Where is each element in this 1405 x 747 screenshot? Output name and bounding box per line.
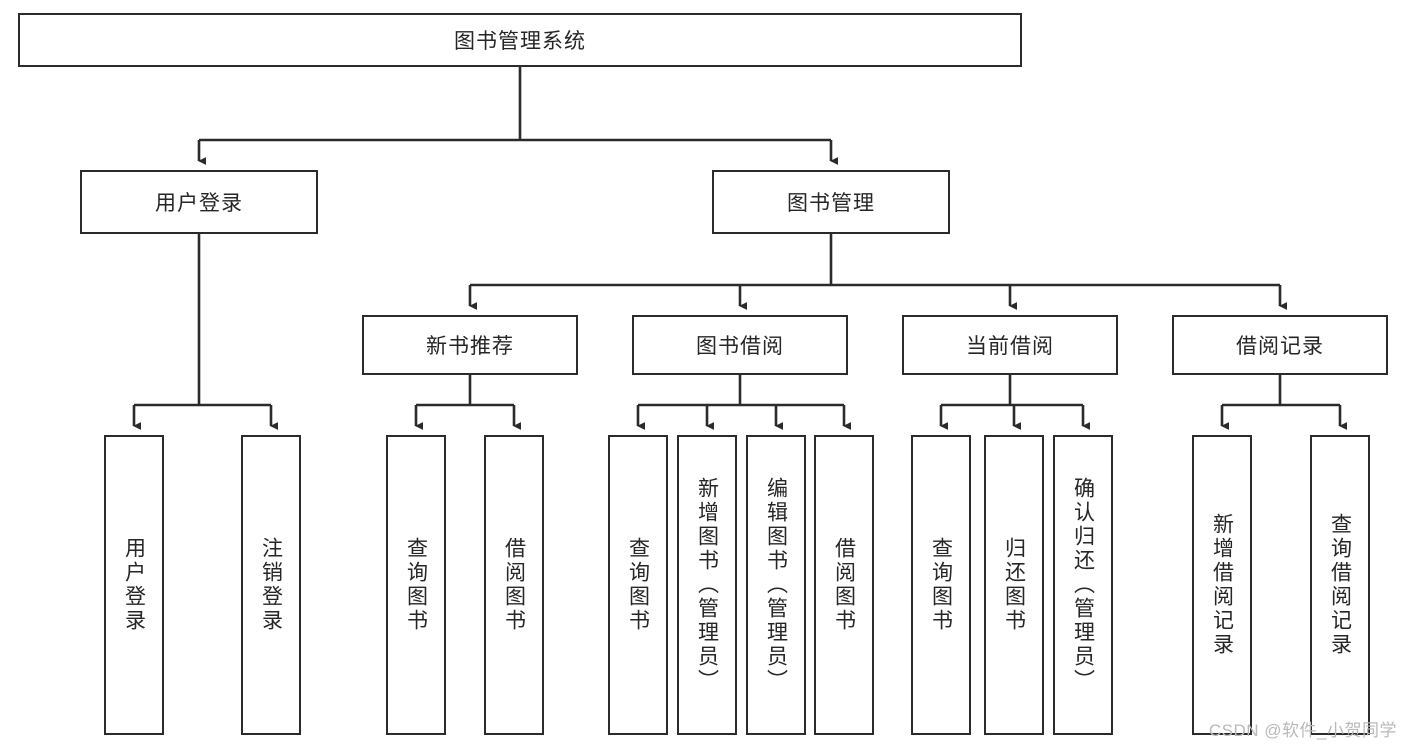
node-label: 借阅图书	[832, 537, 856, 633]
node-label: 注销登录	[259, 537, 283, 633]
node-leaf-user-login[interactable]: 用户登录	[104, 435, 164, 735]
node-leaf-confirm[interactable]: 确认归还（管理员）	[1053, 435, 1113, 735]
node-label: 确认归还（管理员）	[1071, 477, 1095, 693]
node-label: 借阅图书	[502, 537, 526, 633]
node-label: 查询图书	[404, 537, 428, 633]
node-book-manage[interactable]: 图书管理	[712, 170, 950, 234]
node-leaf-logout[interactable]: 注销登录	[241, 435, 301, 735]
node-leaf-borrow-1[interactable]: 借阅图书	[484, 435, 544, 735]
node-leaf-query-2[interactable]: 查询图书	[608, 435, 668, 735]
node-label: 借阅记录	[1236, 335, 1324, 358]
node-leaf-return[interactable]: 归还图书	[984, 435, 1044, 735]
node-leaf-borrow-2[interactable]: 借阅图书	[814, 435, 874, 735]
node-label: 图书管理系统	[454, 30, 586, 53]
node-label: 编辑图书（管理员）	[764, 477, 788, 693]
node-current-borrow[interactable]: 当前借阅	[902, 315, 1118, 375]
node-leaf-query-3[interactable]: 查询图书	[911, 435, 971, 735]
node-leaf-query-rec[interactable]: 查询借阅记录	[1310, 435, 1370, 735]
node-new-book-rec[interactable]: 新书推荐	[362, 315, 578, 375]
node-label: 当前借阅	[966, 335, 1054, 358]
node-label: 图书借阅	[696, 335, 784, 358]
node-label: 查询图书	[626, 537, 650, 633]
node-label: 查询图书	[929, 537, 953, 633]
node-leaf-edit-book[interactable]: 编辑图书（管理员）	[746, 435, 806, 735]
node-borrow-record[interactable]: 借阅记录	[1172, 315, 1388, 375]
node-label: 查询借阅记录	[1328, 513, 1352, 657]
node-label: 图书管理	[787, 192, 875, 215]
node-label: 新增图书（管理员）	[695, 477, 719, 693]
node-root[interactable]: 图书管理系统	[18, 13, 1022, 67]
node-label: 用户登录	[155, 192, 243, 215]
node-leaf-query-1[interactable]: 查询图书	[386, 435, 446, 735]
node-user-login[interactable]: 用户登录	[80, 170, 318, 234]
node-label: 用户登录	[122, 537, 146, 633]
node-label: 新增借阅记录	[1210, 513, 1234, 657]
node-label: 新书推荐	[426, 335, 514, 358]
node-label: 归还图书	[1002, 537, 1026, 633]
node-leaf-add-book[interactable]: 新增图书（管理员）	[677, 435, 737, 735]
node-leaf-add-rec[interactable]: 新增借阅记录	[1192, 435, 1252, 735]
node-book-borrow[interactable]: 图书借阅	[632, 315, 848, 375]
